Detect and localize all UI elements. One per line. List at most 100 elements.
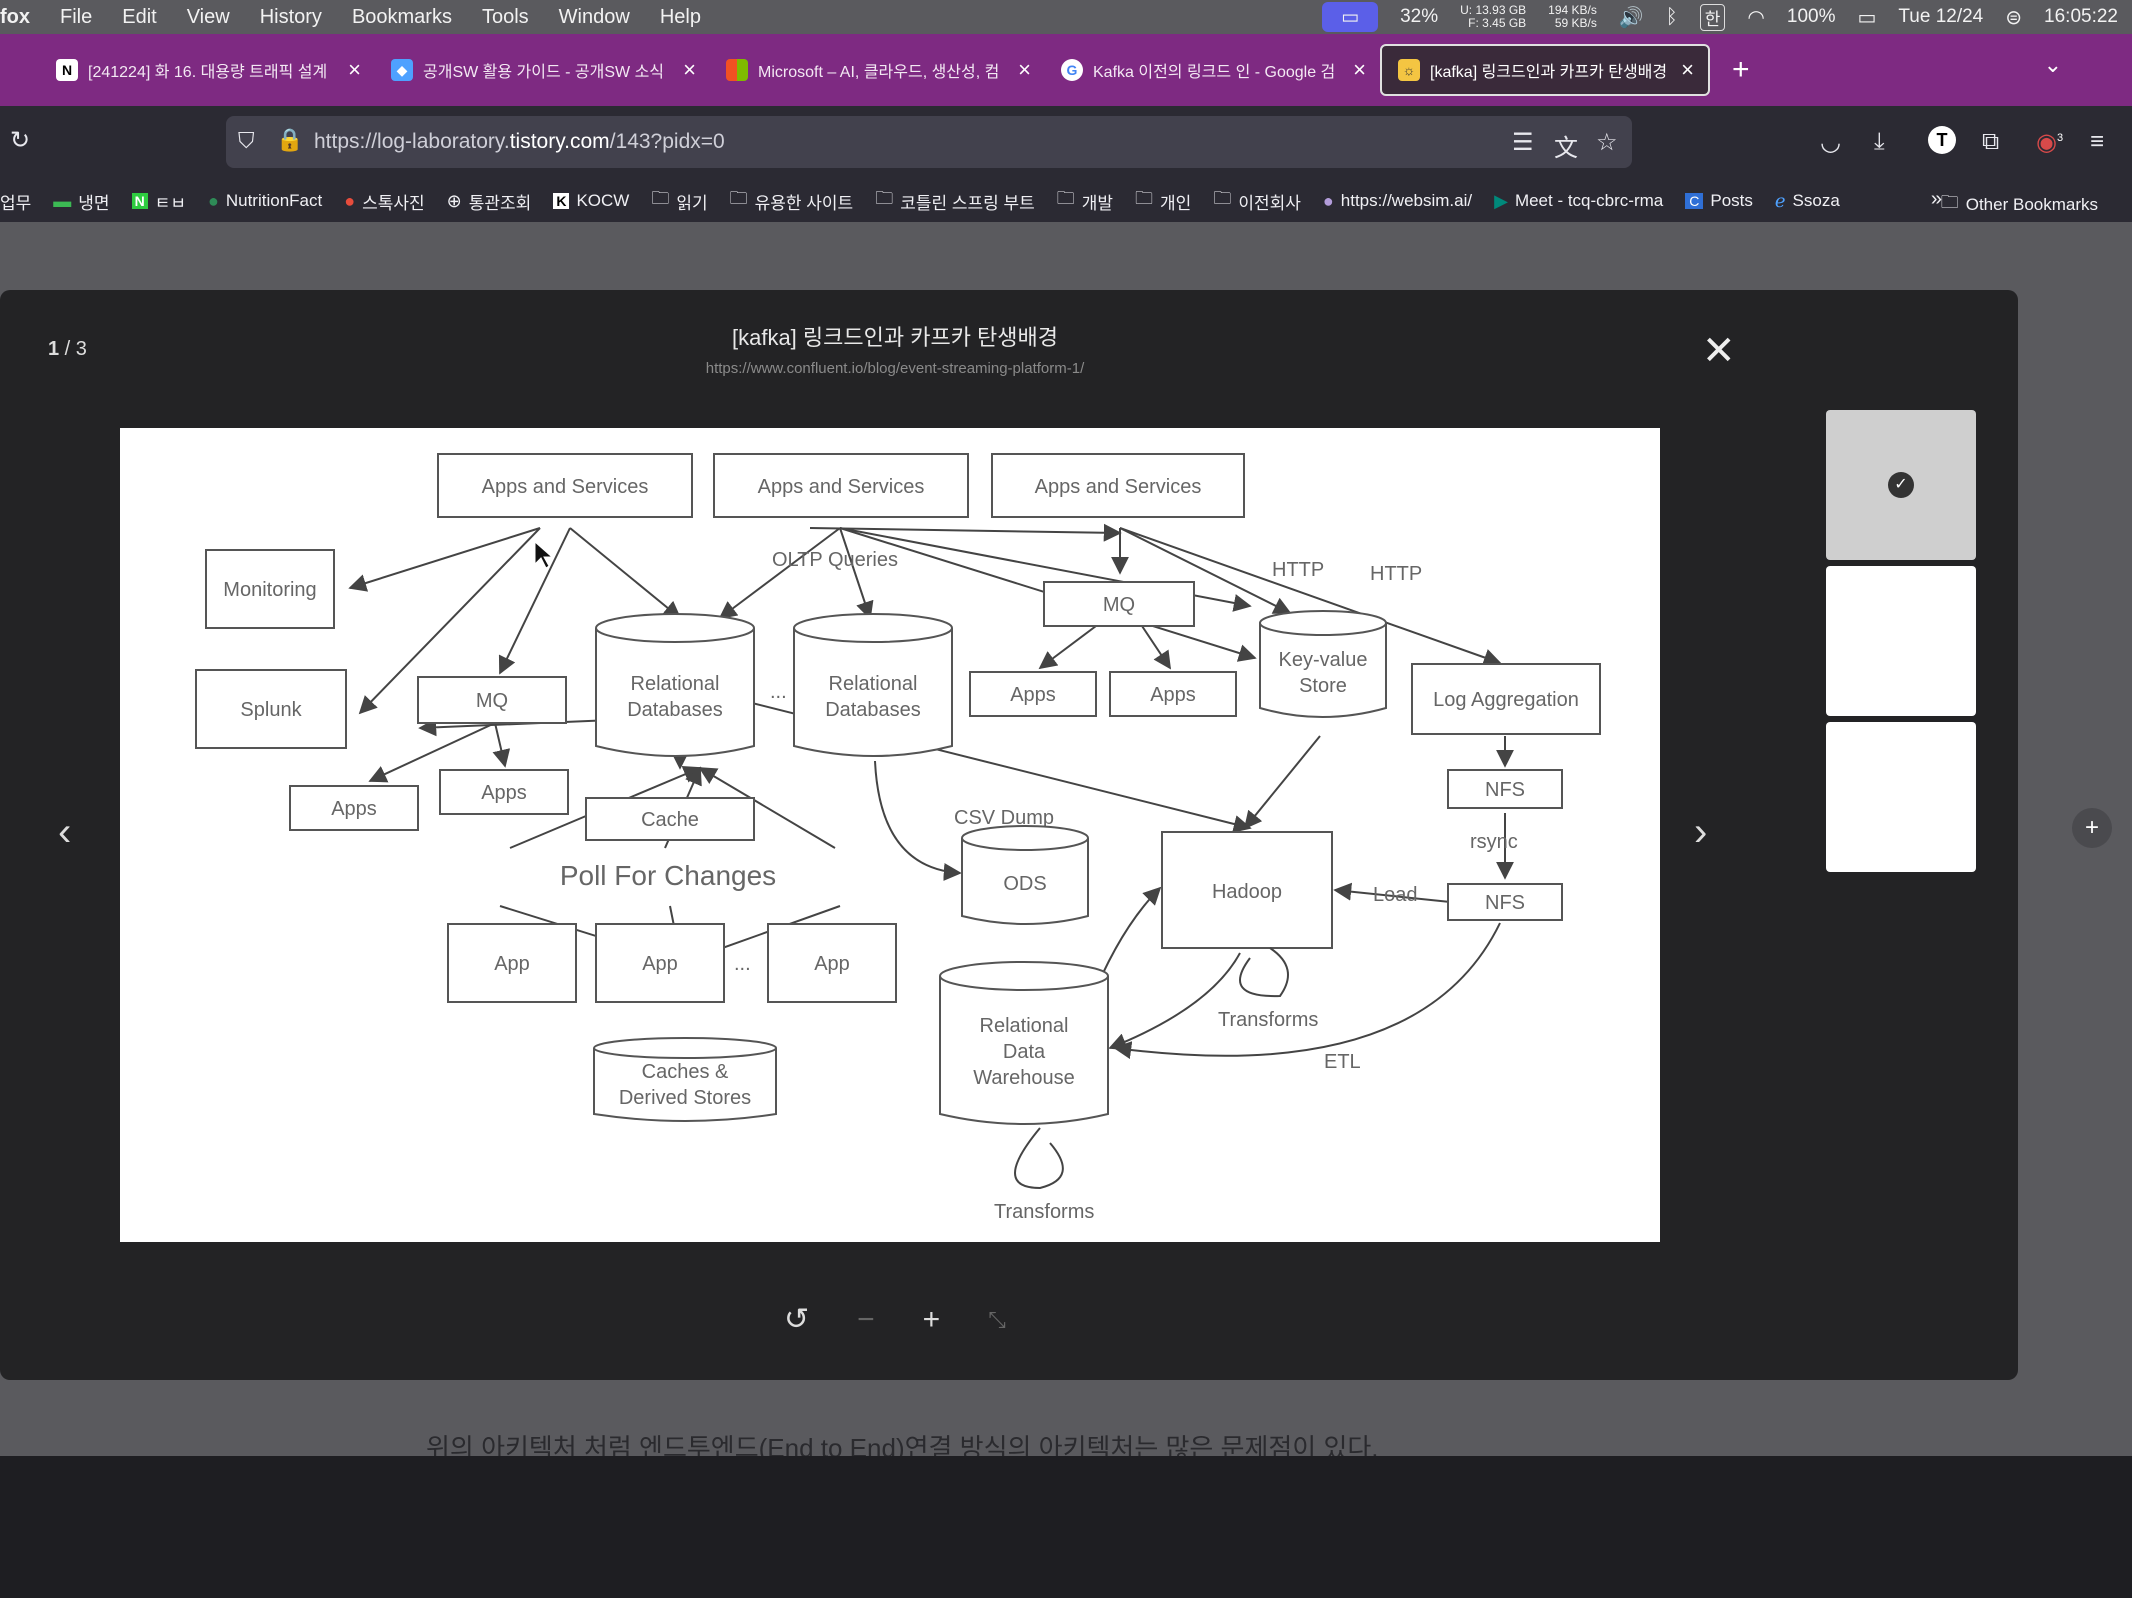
url-text[interactable]: https://log-laboratory.tistory.com/143?p… bbox=[314, 130, 725, 154]
bookmark-item[interactable]: ▶Meet - tcq-cbrc-rma bbox=[1494, 191, 1663, 212]
bookmark-label: 스톡사진 bbox=[362, 193, 425, 213]
tab-microsoft[interactable]: Microsoft – AI, 클라우드, 생산성, 컴 × bbox=[710, 44, 1045, 96]
close-icon[interactable]: ✕ bbox=[1702, 329, 1736, 373]
bookmark-folder[interactable]: 🗀읽기 bbox=[651, 186, 707, 216]
nfs-node: NFS bbox=[1447, 883, 1563, 921]
memory-usage[interactable]: U: 13.93 GB F: 3.45 GB bbox=[1460, 4, 1526, 30]
monitoring-node: Monitoring bbox=[205, 549, 335, 629]
menu-view[interactable]: View bbox=[186, 5, 230, 28]
date[interactable]: Tue 12/24 bbox=[1898, 6, 1984, 27]
thumbnail-3[interactable] bbox=[1826, 722, 1976, 872]
folder-icon: 🗀 bbox=[1135, 188, 1154, 208]
memory-used: U: 13.93 GB bbox=[1460, 3, 1527, 17]
next-arrow-icon[interactable]: › bbox=[1694, 810, 1708, 854]
thumbnail-1-selected[interactable]: ✓ bbox=[1826, 410, 1976, 560]
new-tab-plus-icon[interactable]: + bbox=[1732, 53, 1750, 86]
thumbnail-2[interactable] bbox=[1826, 566, 1976, 716]
screen-share-icon[interactable]: ▭ bbox=[1322, 2, 1379, 32]
control-center-icon[interactable]: ⊜ bbox=[2005, 6, 2023, 29]
side-plus-icon[interactable]: + bbox=[2072, 808, 2112, 848]
translate-icon[interactable]: 文 bbox=[1554, 135, 1578, 162]
reload-icon[interactable]: ↻ bbox=[10, 127, 31, 154]
download-icon[interactable]: ⤓ bbox=[1874, 128, 1885, 155]
tab-google[interactable]: G Kafka 이전의 링크드 인 - Google 검 × bbox=[1045, 44, 1380, 96]
bookmark-item[interactable]: ●NutritionFact bbox=[208, 191, 322, 212]
image-lightbox: 1 / 3 [kafka] 링크드인과 카프카 탄생배경 https://www… bbox=[0, 290, 2018, 1380]
bookmark-label: Posts bbox=[1710, 191, 1753, 210]
tab-close-icon[interactable]: × bbox=[348, 57, 361, 82]
network-down: 59 KB/s bbox=[1554, 16, 1597, 30]
bookmark-item[interactable]: ▬냉면 bbox=[53, 189, 109, 214]
bookmark-item[interactable]: ⊕통관조회 bbox=[447, 189, 532, 214]
menu-file[interactable]: File bbox=[60, 5, 93, 28]
volume-icon[interactable]: 🔊 bbox=[1618, 6, 1644, 29]
node-label: Apps bbox=[1010, 684, 1056, 706]
bookmark-item[interactable]: 업무 bbox=[0, 189, 31, 214]
app-node: App bbox=[447, 923, 577, 1003]
url-bar[interactable]: ⛉ 🔒 https://log-laboratory.tistory.com/1… bbox=[226, 116, 1632, 168]
node-label: MQ bbox=[476, 690, 508, 712]
cpu-usage[interactable]: 32% bbox=[1400, 6, 1439, 27]
bookmark-folder[interactable]: 🗀이전회사 bbox=[1213, 186, 1301, 216]
zoom-out-icon[interactable]: − bbox=[857, 1302, 875, 1336]
bookmark-item[interactable]: ●스톡사진 bbox=[344, 189, 424, 214]
reader-view-icon[interactable]: ☰ bbox=[1512, 129, 1534, 156]
clock[interactable]: 16:05:22 bbox=[2044, 6, 2118, 27]
lightbox-source-link[interactable]: https://www.confluent.io/blog/event-stre… bbox=[705, 360, 1085, 377]
shield-icon[interactable]: ⛉ bbox=[238, 128, 255, 153]
wifi-icon[interactable]: ◠ bbox=[1747, 6, 1765, 29]
bookmark-item[interactable]: C Posts bbox=[1685, 191, 1753, 211]
fit-icon[interactable]: ⤡ bbox=[988, 1306, 1006, 1332]
apps-node: Apps bbox=[289, 785, 419, 831]
menu-bookmarks[interactable]: Bookmarks bbox=[351, 5, 452, 28]
node-label: Apps bbox=[331, 798, 377, 820]
tab-notion[interactable]: N [241224] 화 16. 대용량 트래픽 설계 × bbox=[40, 44, 375, 96]
relational-db-node: Relational Databases bbox=[595, 613, 755, 757]
menu-window[interactable]: Window bbox=[558, 5, 630, 28]
battery-percent[interactable]: 100% bbox=[1786, 6, 1836, 27]
leaf-icon: ● bbox=[207, 190, 219, 211]
addon-icon[interactable]: ◉3 bbox=[2036, 129, 2064, 156]
zoom-in-icon[interactable]: + bbox=[922, 1302, 941, 1336]
menu-edit[interactable]: Edit bbox=[122, 5, 157, 28]
network-speed[interactable]: 194 KB/s 59 KB/s bbox=[1548, 4, 1597, 30]
bookmark-item[interactable]: ●https://websim.ai/ bbox=[1323, 191, 1472, 212]
account-avatar[interactable]: T bbox=[1928, 126, 1956, 154]
tab-oss[interactable]: ◆ 공개SW 활용 가이드 - 공개SW 소식 × bbox=[375, 44, 710, 96]
extensions-icon[interactable]: ⧉ bbox=[1982, 128, 2000, 155]
bookmarks-overflow-icon[interactable]: » bbox=[1930, 188, 1942, 210]
menu-history[interactable]: History bbox=[259, 5, 322, 28]
tab-close-icon[interactable]: × bbox=[1681, 57, 1694, 82]
prev-arrow-icon[interactable]: ‹ bbox=[58, 810, 72, 854]
bookmark-star-icon[interactable]: ☆ bbox=[1596, 129, 1618, 156]
tab-close-icon[interactable]: × bbox=[683, 57, 696, 82]
oss-icon: ◆ bbox=[391, 59, 413, 81]
tab-list-chevron-icon[interactable]: ⌄ bbox=[2043, 52, 2062, 77]
menu-tools[interactable]: Tools bbox=[481, 5, 529, 28]
pocket-icon[interactable]: ◡ bbox=[1820, 129, 1841, 156]
bookmark-folder[interactable]: 🗀개발 bbox=[1057, 186, 1113, 216]
tab-close-icon[interactable]: × bbox=[1353, 57, 1366, 82]
input-method-indicator[interactable]: 한 bbox=[1699, 3, 1726, 31]
bookmark-folder[interactable]: 🗀개인 bbox=[1135, 186, 1191, 216]
tab-close-icon[interactable]: × bbox=[1018, 57, 1031, 82]
other-bookmarks[interactable]: 🗀Other Bookmarks bbox=[1941, 190, 2098, 220]
lock-icon[interactable]: 🔒 bbox=[276, 127, 304, 152]
app-node: App bbox=[595, 923, 725, 1003]
bookmark-label: https://websim.ai/ bbox=[1340, 191, 1473, 210]
bookmark-folder[interactable]: 🗀코틀린 스프링 부트 bbox=[875, 186, 1035, 216]
bluetooth-icon[interactable]: ᛒ bbox=[1665, 5, 1678, 28]
menu-app-name[interactable]: fox bbox=[0, 5, 30, 28]
battery-icon[interactable]: ▭ bbox=[1857, 6, 1877, 29]
menu-help[interactable]: Help bbox=[659, 5, 701, 28]
rotate-icon[interactable]: ↺ bbox=[784, 1303, 810, 1336]
c-icon: C bbox=[1685, 193, 1704, 209]
architecture-diagram: Apps and Services Apps and Services Apps… bbox=[195, 453, 1601, 1223]
hamburger-menu-icon[interactable]: ≡ bbox=[2090, 128, 2105, 155]
bookmark-folder[interactable]: 🗀유용한 사이트 bbox=[730, 186, 854, 216]
node-label: Monitoring bbox=[223, 579, 316, 601]
tab-kafka-active[interactable]: ☼ [kafka] 링크드인과 카프카 탄생배경 × bbox=[1380, 44, 1710, 96]
